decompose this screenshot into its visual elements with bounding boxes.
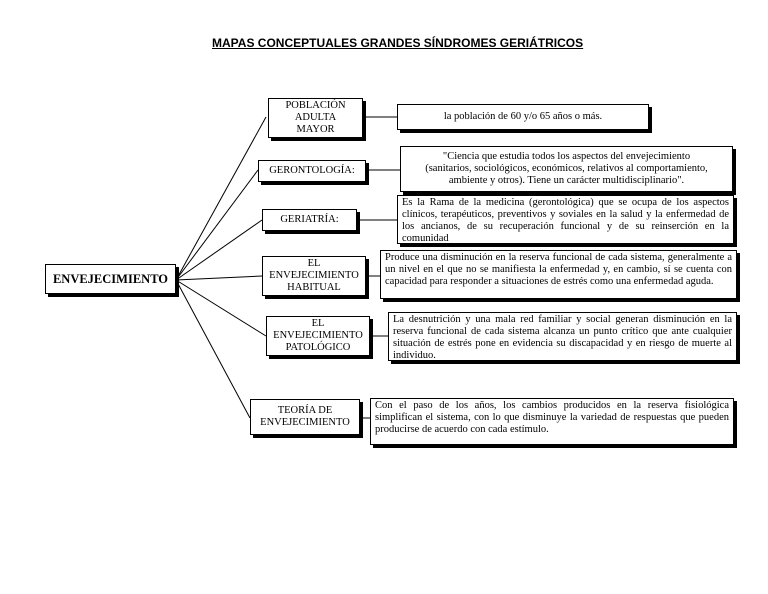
description-poblacion-adulta-mayor: la población de 60 y/o 65 años o más.	[397, 104, 649, 130]
concept-geriatria: GERIATRÍA:	[262, 209, 357, 231]
description-envejecimiento-patologico: La desnutrición y una mala red familiar …	[388, 312, 737, 361]
root-envejecimiento: ENVEJECIMIENTO	[45, 264, 176, 294]
description-geriatria: Es la Rama de la medicina (gerontológica…	[397, 195, 734, 244]
concept-gerontologia: GERONTOLOGÍA:	[258, 160, 366, 182]
description-gerontologia: "Ciencia que estudia todos los aspectos …	[400, 146, 733, 192]
description-envejecimiento-habitual: Produce una disminución en la reserva fu…	[380, 250, 737, 299]
concept-envejecimiento-habitual: EL ENVEJECIMIENTO HABITUAL	[262, 256, 366, 296]
concept-poblacion-adulta-mayor: POBLACIÓN ADULTA MAYOR	[268, 98, 363, 138]
page-title: MAPAS CONCEPTUALES GRANDES SÍNDROMES GER…	[212, 36, 584, 50]
concept-envejecimiento-patologico: EL ENVEJECIMIENTO PATOLÓGICO	[266, 316, 370, 356]
description-teoria-de-envejecimiento: Con el paso de los años, los cambios pro…	[370, 398, 734, 445]
concept-teoria-de-envejecimiento: TEORÍA DE ENVEJECIMIENTO	[250, 399, 360, 435]
